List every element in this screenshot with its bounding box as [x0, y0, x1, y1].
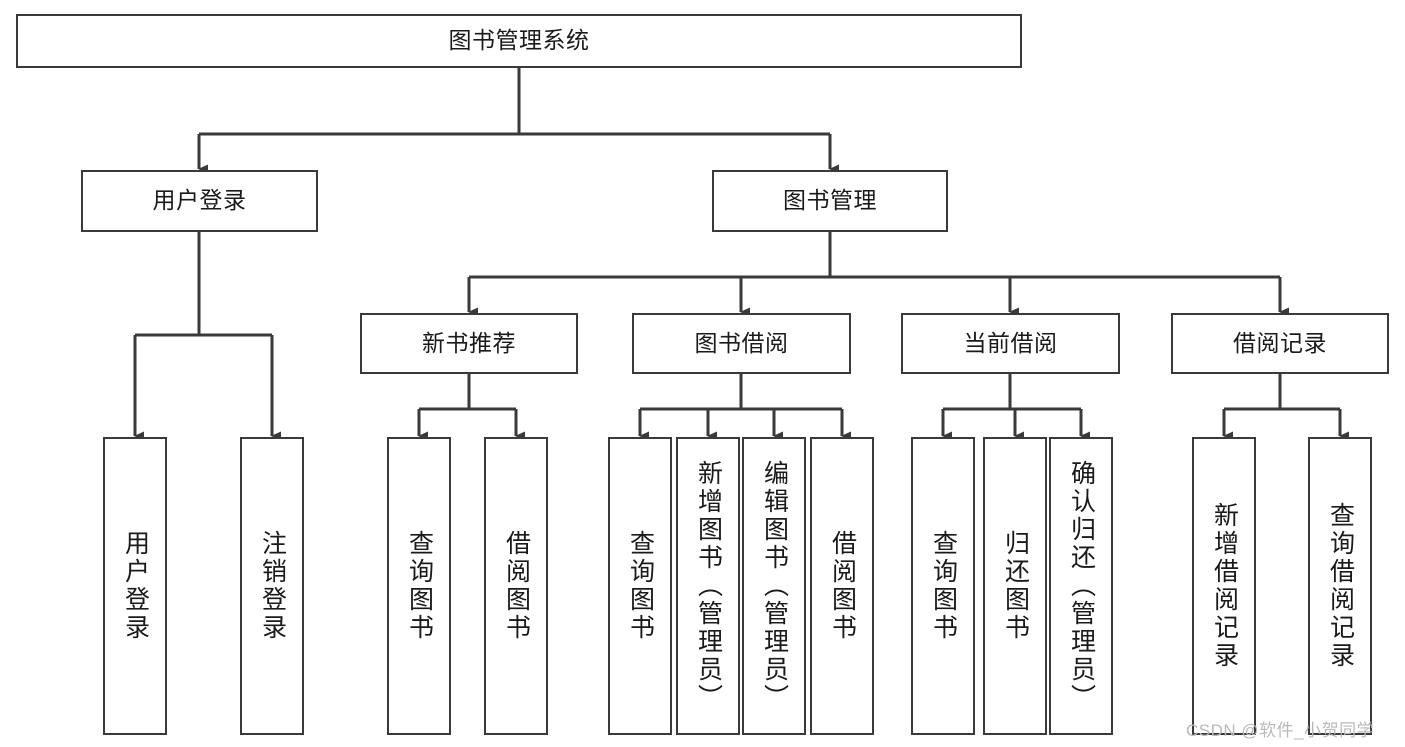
node-label: 确认归还（管理员） — [1067, 460, 1096, 712]
node-user-login[interactable]: 用户登录 — [81, 170, 318, 232]
node-borrow-record[interactable]: 借阅记录 — [1171, 313, 1389, 374]
node-label: 新增图书（管理员） — [694, 460, 723, 712]
node-label: 图书借阅 — [694, 329, 789, 356]
node-label: 查询图书 — [405, 530, 434, 642]
node-label: 图书管理 — [783, 187, 877, 214]
watermark: CSDN @软件_小贺同学 — [1186, 721, 1375, 740]
leaf-node-leaf-confirm-return[interactable]: 确认归还（管理员） — [1049, 437, 1113, 735]
leaf-node-leaf-user-logout[interactable]: 注销登录 — [240, 437, 304, 735]
node-label: 归还图书 — [1001, 530, 1030, 642]
node-label: 借阅记录 — [1233, 329, 1327, 356]
leaf-node-leaf-borrow-book-1[interactable]: 借阅图书 — [484, 437, 548, 735]
node-current-borrow[interactable]: 当前借阅 — [901, 313, 1120, 374]
node-label: 用户登录 — [152, 187, 247, 214]
leaf-node-leaf-user-login[interactable]: 用户登录 — [103, 437, 167, 735]
leaf-node-leaf-return-book[interactable]: 归还图书 — [983, 437, 1047, 735]
node-new-book-recommend[interactable]: 新书推荐 — [360, 313, 578, 374]
node-book-borrow[interactable]: 图书借阅 — [632, 313, 851, 374]
leaf-node-leaf-query-book-1[interactable]: 查询图书 — [387, 437, 451, 735]
node-label: 当前借阅 — [963, 329, 1058, 356]
node-label: 用户登录 — [121, 530, 150, 642]
node-label: 新书推荐 — [422, 329, 516, 356]
leaf-node-leaf-query-book-3[interactable]: 查询图书 — [911, 437, 975, 735]
node-label: 借阅图书 — [502, 530, 531, 642]
leaf-node-leaf-edit-book[interactable]: 编辑图书（管理员） — [742, 437, 806, 735]
leaf-node-leaf-query-book-2[interactable]: 查询图书 — [608, 437, 672, 735]
node-label: 图书管理系统 — [448, 27, 590, 54]
node-label: 编辑图书（管理员） — [760, 460, 789, 712]
node-label: 注销登录 — [258, 530, 287, 642]
edge-paths — [133, 68, 1349, 441]
node-label: 查询图书 — [929, 530, 958, 642]
leaf-node-leaf-query-record[interactable]: 查询借阅记录 — [1308, 437, 1372, 735]
leaf-node-leaf-add-book[interactable]: 新增图书（管理员） — [676, 437, 740, 735]
node-label: 查询图书 — [626, 530, 655, 642]
leaf-node-leaf-borrow-book-2[interactable]: 借阅图书 — [810, 437, 874, 735]
node-label: 借阅图书 — [828, 530, 857, 642]
node-label: 查询借阅记录 — [1326, 502, 1355, 670]
node-label: 新增借阅记录 — [1210, 502, 1239, 670]
root-node-root[interactable]: 图书管理系统 — [16, 14, 1022, 68]
node-book-management[interactable]: 图书管理 — [712, 170, 948, 232]
leaf-node-leaf-add-record[interactable]: 新增借阅记录 — [1192, 437, 1256, 735]
